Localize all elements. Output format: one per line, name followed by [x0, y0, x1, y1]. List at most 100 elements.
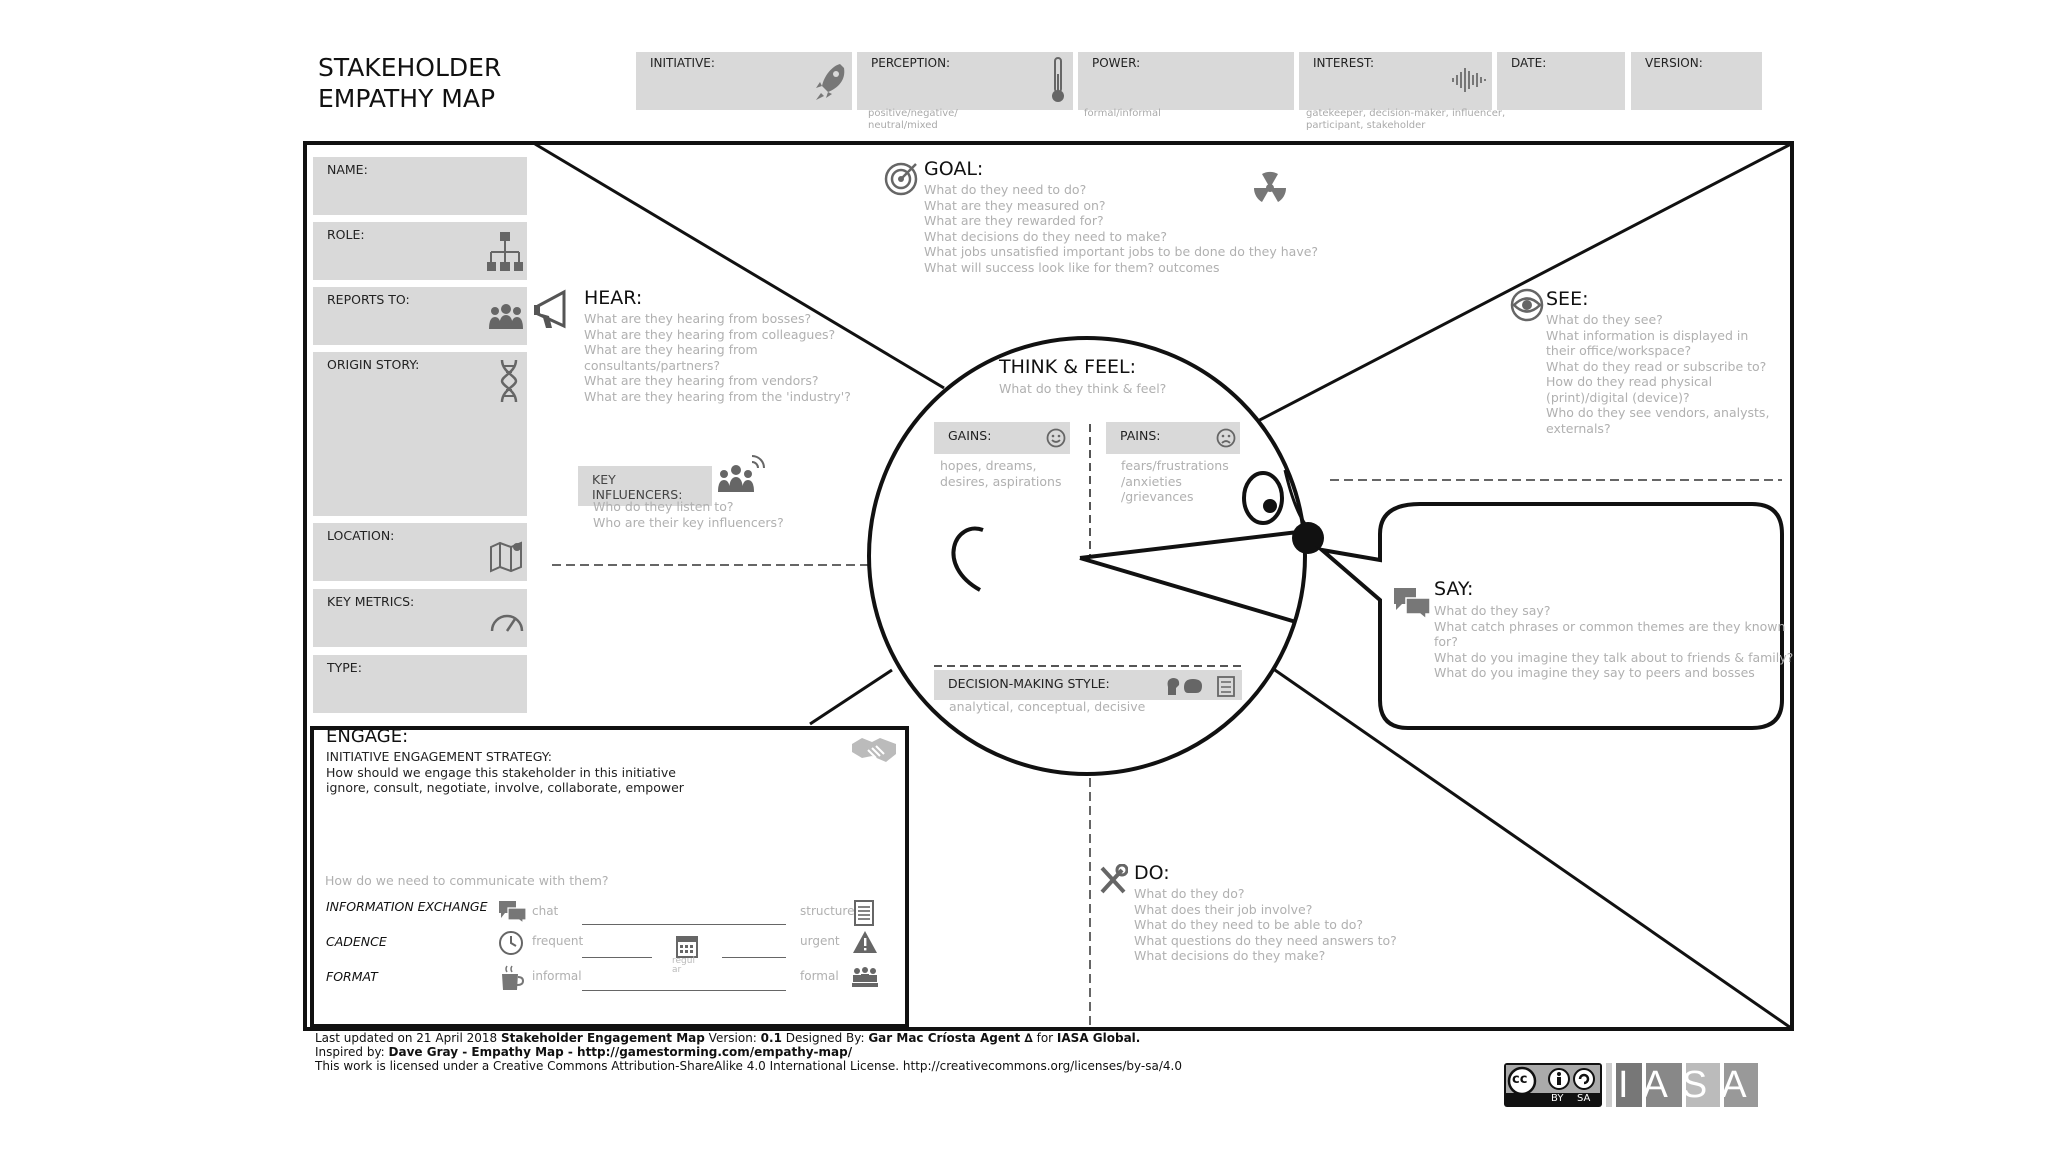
see-title: SEE:	[1546, 288, 1589, 310]
thermometer-icon	[1052, 57, 1064, 102]
soundwave-icon	[1452, 68, 1486, 92]
cc-text: cc	[1512, 1072, 1528, 1087]
happy-face-icon	[1046, 428, 1066, 448]
decision-style-label: DECISION-MAKING STYLE:	[948, 676, 1110, 691]
engage-comm-question: How do we need to communicate with them?	[325, 873, 609, 888]
cadence-scale-line-1[interactable]	[582, 957, 652, 958]
name-label: NAME:	[327, 162, 368, 177]
think-feel-question: What do they think & feel?	[999, 381, 1167, 396]
chat-small-icon	[499, 901, 527, 924]
diagonal-bottom-left	[809, 668, 893, 726]
eye	[1242, 471, 1284, 525]
coffee-cup-icon	[502, 965, 524, 990]
handshake-icon	[852, 738, 896, 762]
type-label: TYPE:	[327, 660, 362, 675]
perception-label: PERCEPTION:	[871, 56, 951, 70]
dna-icon	[500, 359, 518, 403]
hear-title: HEAR:	[584, 287, 643, 309]
meeting-icon	[852, 967, 878, 987]
initiative-label: INITIATIVE:	[650, 56, 715, 70]
cc-circle	[1507, 1066, 1537, 1096]
nose	[1292, 522, 1324, 554]
location-label: LOCATION:	[327, 528, 395, 543]
gains-field[interactable]: GAINS:	[934, 422, 1070, 454]
date-label: DATE:	[1511, 56, 1547, 70]
tools-icon	[1100, 864, 1128, 894]
map-icon	[490, 541, 522, 573]
power-label: POWER:	[1092, 56, 1141, 70]
format-left: informal	[532, 969, 582, 983]
do-title: DO:	[1134, 862, 1170, 884]
key-metrics-label: KEY METRICS:	[327, 594, 415, 609]
iasa-text: IASA	[1618, 1064, 1761, 1106]
engage-strategy: INITIATIVE ENGAGEMENT STRATEGY: How shou…	[326, 749, 684, 795]
org-chart-icon	[487, 232, 523, 271]
cc-by-sa-badge	[1506, 1065, 1600, 1096]
sad-face-icon	[1216, 428, 1236, 448]
decision-style-icons	[1167, 676, 1235, 697]
document-icon	[854, 900, 874, 926]
ear	[951, 526, 984, 592]
initiative-field[interactable]: INITIATIVE:	[636, 52, 852, 110]
pains-label: PAINS:	[1120, 428, 1161, 443]
cadence-left: frequent	[532, 934, 584, 948]
footer-line-1: Last updated on 21 April 2018 Stakeholde…	[315, 1031, 1141, 1045]
sa-text: SA	[1577, 1093, 1591, 1104]
power-field[interactable]: POWER:	[1078, 52, 1294, 110]
power-hint: formal/informal	[1084, 108, 1161, 119]
reports-to-field[interactable]: REPORTS TO:	[313, 287, 527, 345]
version-field[interactable]: VERSION:	[1631, 52, 1762, 110]
eye-icon	[1510, 288, 1544, 322]
info-exchange-scale-line[interactable]	[582, 924, 786, 925]
influencers-icon	[718, 455, 765, 492]
page-title: STAKEHOLDER EMPATHY MAP	[318, 52, 501, 114]
gains-label: GAINS:	[948, 428, 992, 443]
role-label: ROLE:	[327, 227, 365, 242]
calendar-icon	[676, 936, 698, 958]
do-questions: What do they do? What does their job inv…	[1134, 886, 1397, 963]
origin-story-field[interactable]: ORIGIN STORY:	[313, 352, 527, 516]
key-influencers-questions: Who do they listen to? Who are their key…	[593, 499, 784, 530]
pains-field[interactable]: PAINS:	[1106, 422, 1240, 454]
reports-to-label: REPORTS TO:	[327, 292, 410, 307]
engage-frame	[310, 726, 909, 1028]
hear-questions: What are they hearing from bosses? What …	[584, 311, 851, 404]
footer-line-3: This work is licensed under a Creative C…	[315, 1059, 1182, 1073]
key-influencers-field[interactable]: KEY INFLUENCERS:	[578, 466, 712, 506]
pains-hint: fears/frustrations /anxieties /grievance…	[1121, 458, 1229, 504]
perception-field[interactable]: PERCEPTION:	[857, 52, 1073, 110]
clock-icon	[499, 931, 523, 955]
head-profile-icon	[1167, 678, 1180, 695]
iasa-logo: IASA	[1606, 1063, 1758, 1107]
format-scale-line[interactable]	[582, 990, 786, 991]
date-field[interactable]: DATE:	[1497, 52, 1625, 110]
checklist-icon	[1217, 676, 1235, 697]
cadence-label: CADENCE	[326, 934, 387, 949]
type-field[interactable]: TYPE:	[313, 655, 527, 713]
interest-label: INTEREST:	[1313, 56, 1375, 70]
diagonal-top-right	[1251, 142, 1792, 426]
location-field[interactable]: LOCATION:	[313, 523, 527, 581]
origin-story-label: ORIGIN STORY:	[327, 357, 420, 372]
perception-hint: positive/negative/ neutral/mixed	[868, 108, 958, 131]
info-exchange-label: INFORMATION EXCHANGE	[326, 899, 488, 914]
cadence-scale-line-2[interactable]	[722, 957, 786, 958]
key-influencers-label: KEY INFLUENCERS:	[592, 472, 683, 502]
think-feel-title: THINK & FEEL:	[999, 356, 1136, 378]
name-field[interactable]: NAME:	[313, 157, 527, 215]
interest-field[interactable]: INTEREST:	[1299, 52, 1492, 110]
cadence-mid: regul ar	[672, 956, 695, 975]
footer-line-2: Inspired by: Dave Gray - Empathy Map - h…	[315, 1045, 853, 1059]
gains-hint: hopes, dreams, desires, aspirations	[940, 458, 1062, 489]
say-title: SAY:	[1434, 578, 1474, 600]
role-field[interactable]: ROLE:	[313, 222, 527, 280]
info-exchange-right: structure	[800, 904, 855, 918]
decision-style-field[interactable]: DECISION-MAKING STYLE:	[934, 670, 1242, 700]
warning-icon	[853, 931, 877, 953]
key-metrics-field[interactable]: KEY METRICS:	[313, 589, 527, 647]
title-line-2: EMPATHY MAP	[318, 84, 496, 113]
version-label: VERSION:	[1645, 56, 1703, 70]
see-questions: What do they see? What information is di…	[1546, 312, 1770, 436]
group-icon	[489, 304, 523, 329]
